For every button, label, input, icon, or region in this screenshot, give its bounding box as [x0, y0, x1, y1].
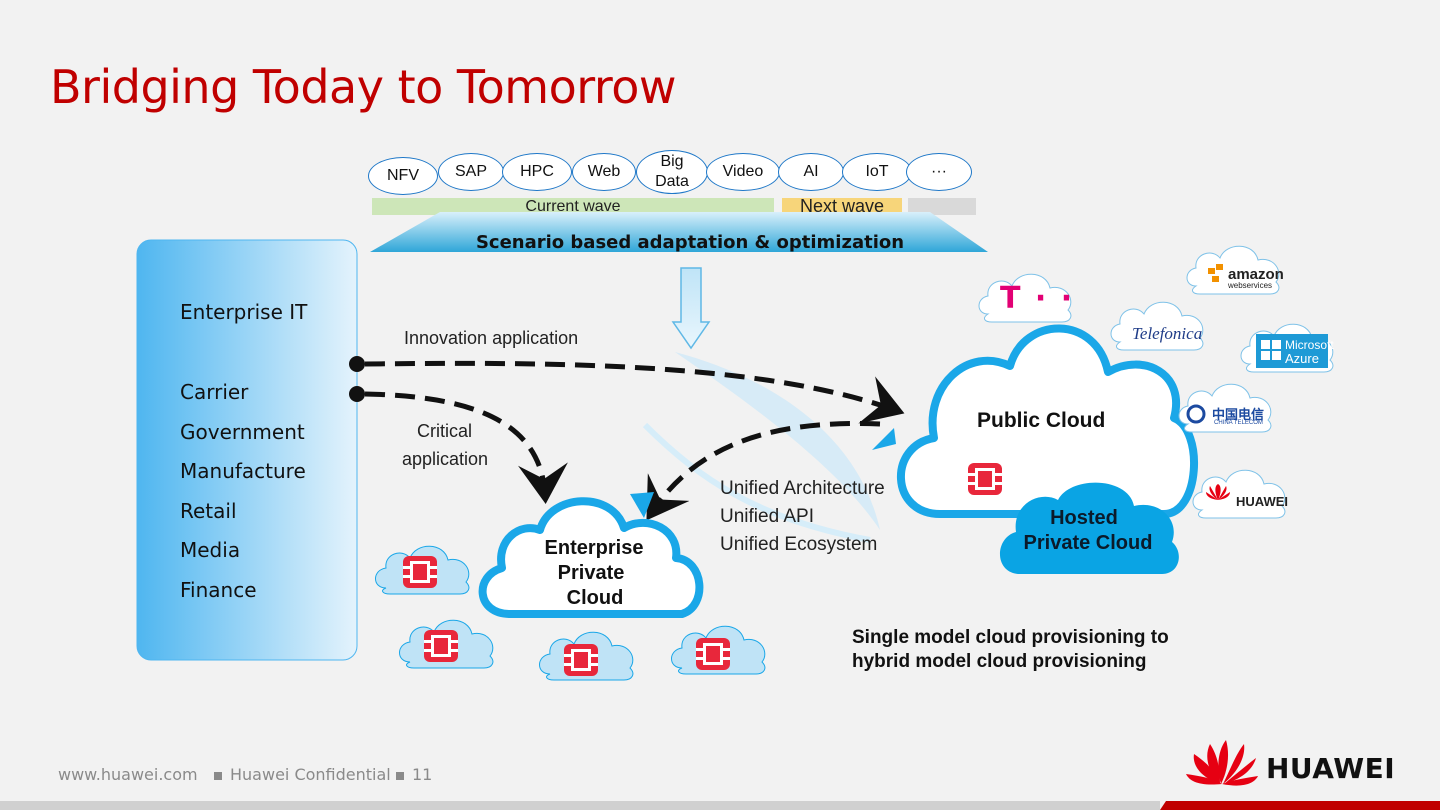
scenario-banner	[370, 212, 988, 252]
enterprise-cloud-line3: Cloud	[566, 587, 624, 609]
openstack-icon	[403, 556, 437, 588]
hosted-cloud-line2: Private Cloud	[1023, 532, 1153, 554]
aws-logo-subtext: webservices	[1228, 281, 1273, 290]
critical-label-line1: Critical	[417, 421, 473, 441]
future-wave-bar	[908, 198, 976, 215]
footer-url[interactable]: www.huawei.com	[58, 765, 198, 784]
workload-video: Video	[706, 153, 780, 191]
enterprise-cloud	[478, 497, 704, 618]
huawei-small-logo-icon	[1206, 484, 1230, 500]
china-telecom-text: 中国电信	[1212, 407, 1265, 422]
workload-hpc: HPC	[502, 153, 572, 191]
provisioning-line1: Single model cloud provisioning to	[852, 627, 1169, 648]
china-telecom-subtext: CHINA TELECOM	[1214, 420, 1263, 426]
enterprise-cloud-line2: Private	[557, 562, 625, 584]
industry-government: Government	[180, 420, 305, 444]
openstack-icon	[564, 644, 598, 676]
hosted-cloud-line1: Hosted	[1050, 507, 1118, 529]
innovation-dot	[349, 356, 365, 372]
public-cloud-label: Public Cloud	[977, 409, 1106, 432]
telefonica-logo-text: Telefonica	[1132, 324, 1203, 343]
page-title: Bridging Today to Tomorrow	[50, 60, 677, 114]
aws-logo-icon	[1208, 264, 1223, 282]
openstack-icon	[424, 630, 458, 662]
industry-media: Media	[180, 538, 241, 562]
workload-web: Web	[572, 153, 636, 191]
azure-logo-line1: Microsoft	[1285, 338, 1334, 352]
unified-ecosystem-label: Unified Ecosystem	[720, 534, 878, 555]
innovation-label: Innovation application	[404, 328, 579, 348]
bottom-grey-bar	[0, 801, 1160, 810]
unified-architecture-label: Unified Architecture	[720, 478, 885, 499]
hosted-cloud	[999, 482, 1179, 574]
unified-api-label: Unified API	[720, 506, 814, 527]
critical-arrow	[364, 391, 568, 504]
critical-dot	[349, 386, 365, 402]
blue-pointer-right	[872, 428, 896, 450]
workload-iot: IoT	[842, 153, 912, 191]
t-mobile-logo-icon: T · ·	[1000, 281, 1075, 316]
azure-logo-line2: Azure	[1285, 351, 1319, 366]
down-arrow-icon	[671, 267, 711, 350]
industry-retail: Retail	[180, 499, 237, 523]
footer-page-number: 11	[396, 765, 432, 784]
industry-manufacture: Manufacture	[180, 459, 306, 483]
huawei-brand-text: HUAWEI	[1266, 752, 1396, 785]
huawei-small-logo-text: HUAWEI	[1236, 494, 1288, 509]
china-telecom-icon	[1186, 404, 1206, 424]
innovation-arrow	[364, 360, 905, 424]
workload-more: ···	[906, 153, 972, 191]
industry-carrier: Carrier	[180, 380, 249, 404]
provisioning-line2: hybrid model cloud provisioning	[852, 651, 1147, 672]
footer-confidential: Huawei Confidential	[214, 765, 391, 784]
bottom-red-bar	[1160, 801, 1440, 810]
openstack-icon	[696, 638, 730, 670]
workload-nfv: NFV	[368, 157, 438, 195]
critical-label-line2: application	[402, 449, 489, 469]
industry-panel	[136, 239, 358, 661]
enterprise-it-label: Enterprise IT	[180, 300, 308, 324]
workload-ai: AI	[778, 153, 844, 191]
next-wave-bar: Next wave	[782, 196, 902, 216]
scenario-banner-text: Scenario based adaptation & optimization	[475, 232, 905, 253]
openstack-icon	[968, 463, 1002, 495]
current-wave-bar: Current wave	[372, 198, 774, 215]
blue-pointer-left	[630, 492, 654, 518]
enterprise-cloud-line1: Enterprise	[544, 537, 644, 559]
huawei-logo-icon	[1186, 740, 1258, 786]
aws-logo-text: amazon	[1228, 266, 1284, 283]
unified-arrow	[646, 421, 881, 521]
swoosh-shape	[675, 352, 880, 530]
industry-finance: Finance	[180, 578, 257, 602]
